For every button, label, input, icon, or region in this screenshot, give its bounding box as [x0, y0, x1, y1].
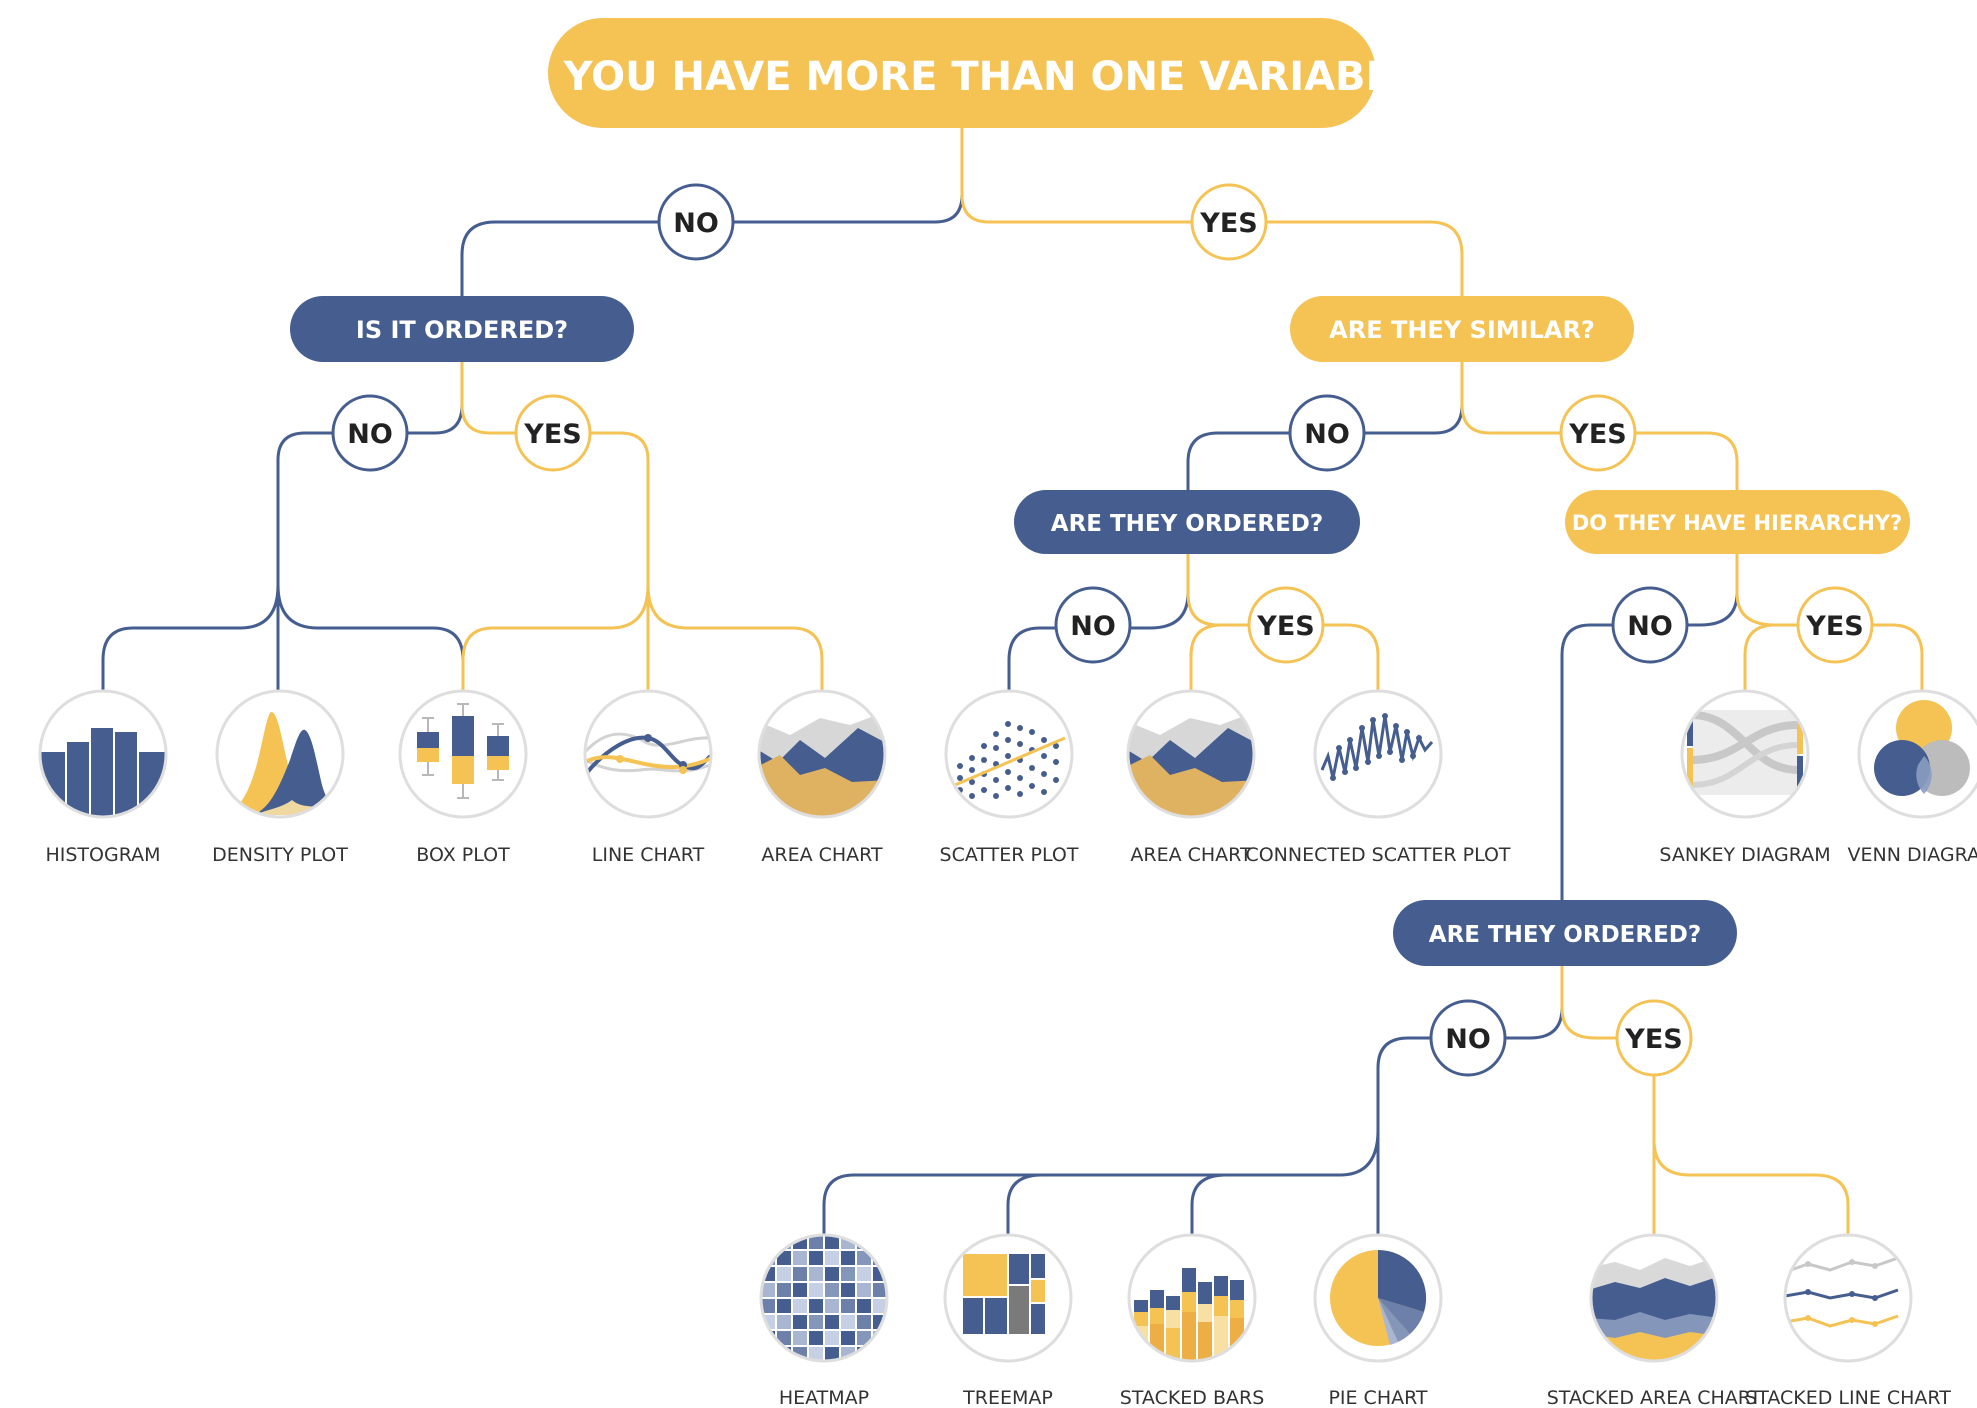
- connector-histogram: [101, 584, 280, 691]
- connector-sankey: [1743, 623, 1835, 691]
- connector-box-no: [276, 584, 465, 691]
- question-are-they-ordered-hierarchy: ARE THEY ORDERED?: [1393, 900, 1737, 966]
- connector-stackedline: [1652, 1139, 1850, 1235]
- venn-label: VENN DIAGRAM: [1848, 844, 1977, 866]
- badge-no-similar-text: NO: [1304, 419, 1350, 450]
- scatter-plot-thumbnail: SCATTER PLOT: [940, 689, 1079, 866]
- connector-stackedbars: [1190, 1173, 1227, 1235]
- line-chart-label: LINE CHART: [592, 844, 705, 866]
- area-chart-icon: [759, 710, 885, 817]
- question-are-they-ordered-hierarchy-text: ARE THEY ORDERED?: [1429, 922, 1701, 948]
- question-do-they-have-hierarchy: DO THEY HAVE HIERARCHY?: [1565, 490, 1910, 554]
- stacked-area-thumbnail: STACKED AREA CHART: [1547, 1233, 1762, 1408]
- badge-yes-hierarchy: YES: [1796, 586, 1874, 664]
- area-chart-thumbnail-2: AREA CHART: [1126, 689, 1256, 866]
- box-plot-label: BOX PLOT: [416, 844, 510, 866]
- question-are-they-similar: ARE THEY SIMILAR?: [1290, 296, 1634, 362]
- box-plot-thumbnail: BOX PLOT: [398, 689, 528, 866]
- question-is-it-ordered-text: IS IT ORDERED?: [356, 316, 568, 344]
- sankey-icon: [1687, 708, 1803, 798]
- treemap-label: TREEMAP: [962, 1387, 1053, 1408]
- badge-yes-similar-ordered-text: YES: [1256, 611, 1314, 642]
- connector-heatmap: [822, 1129, 1380, 1235]
- histogram-thumbnail: HISTOGRAM: [38, 689, 168, 866]
- badge-no-ordered-text: NO: [347, 419, 393, 450]
- heatmap-icon: [761, 1235, 887, 1361]
- badge-yes-root: YES: [1190, 183, 1268, 261]
- badge-yes-ordered: YES: [514, 394, 592, 472]
- badge-no-similar: NO: [1288, 394, 1366, 472]
- pie-chart-icon: [1330, 1250, 1427, 1346]
- stacked-area-icon: [1591, 1256, 1717, 1361]
- question-root-text: DO YOU HAVE MORE THAN ONE VARIABLE?: [482, 54, 1441, 100]
- scatter-plot-label: SCATTER PLOT: [940, 844, 1079, 866]
- sankey-thumbnail: SANKEY DIAGRAM: [1659, 689, 1831, 866]
- density-icon: [222, 711, 343, 815]
- connector-venn: [1835, 623, 1924, 691]
- connector-treemap: [1006, 1173, 1043, 1235]
- badge-no-similar-ordered: NO: [1054, 586, 1132, 664]
- question-is-it-ordered: IS IT ORDERED?: [290, 296, 634, 362]
- question-are-they-ordered-similar: ARE THEY ORDERED?: [1014, 490, 1360, 554]
- badge-yes-similar-text: YES: [1568, 419, 1626, 450]
- badge-yes-ordered-text: YES: [523, 419, 581, 450]
- badge-no-hierarchy-ordered: NO: [1429, 999, 1507, 1077]
- connected-scatter-thumbnail: CONNECTED SCATTER PLOT: [1245, 689, 1511, 866]
- question-root: DO YOU HAVE MORE THAN ONE VARIABLE?: [482, 18, 1442, 128]
- connected-scatter-icon: [1320, 713, 1434, 781]
- connector-area1: [646, 584, 824, 691]
- area-chart-thumbnail-1: AREA CHART: [757, 689, 887, 866]
- area-chart-icon: [1128, 710, 1254, 817]
- scatter-plot-icon: [954, 721, 1066, 799]
- question-are-they-ordered-similar-text: ARE THEY ORDERED?: [1051, 511, 1323, 537]
- badge-no-root: NO: [657, 183, 735, 261]
- connector-simord-yes: [1186, 552, 1253, 627]
- question-are-they-similar-text: ARE THEY SIMILAR?: [1329, 316, 1595, 344]
- connector-hierord-yes: [1560, 964, 1656, 1235]
- stacked-line-icon: [1785, 1256, 1899, 1328]
- density-plot-label: DENSITY PLOT: [212, 844, 348, 866]
- stacked-line-thumbnail: STACKED LINE CHART: [1745, 1233, 1951, 1408]
- sankey-label: SANKEY DIAGRAM: [1659, 844, 1830, 866]
- badge-yes-root-text: YES: [1199, 208, 1257, 239]
- badge-yes-similar: YES: [1559, 394, 1637, 472]
- area-chart-label-2: AREA CHART: [1130, 844, 1252, 866]
- badge-yes-similar-ordered: YES: [1247, 586, 1325, 664]
- area-chart-label-1: AREA CHART: [761, 844, 883, 866]
- badge-no-ordered: NO: [331, 394, 409, 472]
- badge-no-hierarchy: NO: [1611, 586, 1689, 664]
- stacked-bars-label: STACKED BARS: [1120, 1387, 1265, 1408]
- line-chart-thumbnail: LINE CHART: [583, 689, 713, 866]
- badge-yes-hierarchy-text: YES: [1805, 611, 1863, 642]
- treemap-icon: [945, 1235, 1071, 1361]
- venn-thumbnail: VENN DIAGRAM: [1848, 689, 1977, 866]
- pie-chart-label: PIE CHART: [1328, 1387, 1427, 1408]
- heatmap-label: HEATMAP: [779, 1387, 869, 1408]
- badge-no-hierarchy-text: NO: [1627, 611, 1673, 642]
- connector-simord-no: [1007, 552, 1190, 691]
- badge-yes-hierarchy-ordered: YES: [1615, 999, 1693, 1077]
- stacked-line-label: STACKED LINE CHART: [1745, 1387, 1951, 1408]
- line-chart-icon: [585, 732, 711, 777]
- badge-yes-hierarchy-ordered-text: YES: [1624, 1024, 1682, 1055]
- badge-no-hierarchy-ordered-text: NO: [1445, 1024, 1491, 1055]
- badge-no-similar-ordered-text: NO: [1070, 611, 1116, 642]
- connector-box-yes: [461, 584, 650, 691]
- badge-no-root-text: NO: [673, 208, 719, 239]
- venn-icon: [1874, 700, 1970, 796]
- box-plot-icon: [417, 703, 509, 799]
- stacked-area-label: STACKED AREA CHART: [1547, 1387, 1762, 1408]
- histogram-label: HISTOGRAM: [45, 844, 160, 866]
- pie-chart-thumbnail: PIE CHART: [1313, 1233, 1443, 1408]
- heatmap-thumbnail: HEATMAP: [759, 1233, 889, 1408]
- treemap-thumbnail: TREEMAP: [943, 1233, 1073, 1408]
- density-plot-thumbnail: DENSITY PLOT: [212, 689, 348, 866]
- connected-scatter-label: CONNECTED SCATTER PLOT: [1245, 844, 1510, 866]
- question-do-they-have-hierarchy-text: DO THEY HAVE HIERARCHY?: [1572, 511, 1902, 535]
- stacked-bars-thumbnail: STACKED BARS: [1120, 1233, 1265, 1408]
- connector-area2: [1189, 623, 1286, 691]
- connector-connected: [1286, 623, 1380, 691]
